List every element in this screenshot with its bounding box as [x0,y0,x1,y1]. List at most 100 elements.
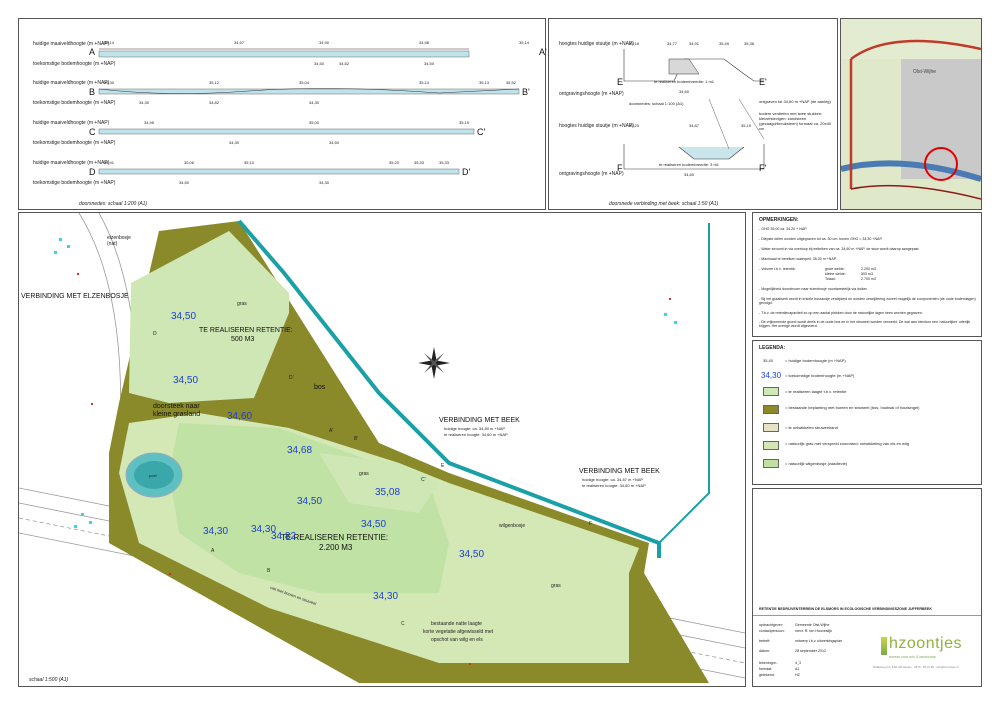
sec-a-t5: 35,14 [519,40,530,45]
sec-b-b3: 34,30 [309,100,320,105]
section-c-start: C [89,127,96,137]
sec-d-t3: 35,10 [244,160,255,165]
sec-a-b2: 34,52 [339,61,350,66]
height-label: 34,50 [171,311,197,322]
sec-b-t5: 35,13 [479,80,490,85]
section-c-top-label: huidige maaiveldhoogte (m +NAP) [33,120,110,126]
tb-label: tekeningnr.: [759,661,778,665]
tb-value: mevr. R. ten Hoovestijk [795,629,832,633]
notes-panel: OPMERKINGEN: - GHG 35,00 ca. 34,20 + NAP… [752,212,982,337]
height-label: 34,30 [251,524,277,535]
sec-a-b3: 34,50 [424,61,435,66]
section-d-start: D [89,167,96,177]
detail-e: E [617,77,624,87]
section-b-top-label: huidige maaiveldhoogte (m +NAP) [33,80,110,86]
retentie-small-2: 500 M3 [231,336,255,343]
poel-label: poel [149,473,157,478]
map-letter-e: E [441,463,445,469]
vol-value: 2.200 m3 [861,267,876,271]
height-label: 34,50 [173,375,199,386]
map-letter-a: A [211,548,215,554]
detail-f-v2: 34,87 [689,123,700,128]
section-b-bottom-label: toekomstige bodemhoogte (m +NAP) [33,100,116,106]
height-label: 34,68 [287,445,313,456]
section-a-top-label: huidige maaiveldhoogte (m +NAP) [33,41,110,47]
brand-logo-bar [881,637,887,655]
section-c-end: C' [477,127,486,137]
brand-subtitle: bureau voor tuin & landschap [889,655,936,659]
legend-text: = te realiseren laagte t.b.v. retentie [785,389,847,394]
detail-e-v4: 35,49 [719,41,730,46]
map-letter-f: F [589,521,593,527]
beek1-line1: huidige hoogte: ca. 34,80 m +NAP [444,426,506,431]
sec-d-b1: 34,50 [179,180,190,185]
vol-value: 2.700 m3 [861,277,876,281]
vol-label: Totaal: [825,277,836,281]
legend-panel: LEGENDA: 35,40 = huidige bodemhoogte (m … [752,340,982,485]
vol-value: 500 m3 [861,272,873,276]
section-b-start: B [89,87,96,97]
legend-symbol-future: 34,30 [761,371,782,380]
retentie-small-1: TE REALISEREN RETENTIE: [199,327,293,334]
detail-callout1: ontgraven tot 34,60 m +NAP (de aanleg) [759,99,831,104]
legend-swatch-gras [763,441,779,450]
detail-f: F [617,163,623,173]
detail-f-v1: 35,20 [629,123,640,128]
drawing-title: RETENTIE BEDRIJVENTERREIN DE ELSMORS IN … [759,607,932,611]
sec-d-t6: 35,33 [439,160,450,165]
bos-label: bos [314,384,326,391]
elzenbosje-label: elzenbosje (nat) [107,235,131,247]
note-item: - Water stroomt in via overloop bij eelt… [759,247,920,251]
map-letter-d2: D' [289,375,294,381]
sec-c-t1: 34,95 [144,120,155,125]
gras-label-3: gras [551,583,561,589]
height-label: 34,30 [373,591,399,602]
notes-title: OPMERKINGEN: [759,217,799,223]
beek2-line1: huidige hoogte: ca. 34,87 m +NAP [582,477,644,482]
verbinding-elzen-label: VERBINDING MET ELZENBOSJE [21,293,129,300]
laagte-label-1: bestaande natte laagte [431,621,482,627]
note-item: - De vrijkomende grond wordt deels in de… [759,320,971,328]
map-letter-d: D [153,331,157,337]
legend-swatch-struweel [763,423,779,432]
sec-b-t4: 35,14 [419,80,430,85]
detail-e-top: hoogtes huidige stuutje (m +NAP) [559,41,634,47]
tb-label: opdrachtgever: [759,623,783,627]
brand-name: hzoontjes [889,635,962,652]
sec-a-t1: 35,14 [104,40,115,45]
title-block-separator [753,615,981,616]
section-a-start: A [89,47,96,57]
sec-d-b2: 34,30 [319,180,330,185]
legend-text: = natuurlijk wilgenbosje (zaadlevie) [785,461,848,466]
section-a-bottom-label: toekomstige bodemhoogte (m +NAP) [33,61,116,67]
detail-caption: doorsnede verbinding met beek: schaal 1:… [609,201,719,207]
height-label: 35,08 [375,487,401,498]
detail-e2: E' [759,77,767,87]
detail-e-v2: 34,77 [667,41,678,46]
sec-b-t6: 35,52 [506,80,517,85]
map-letter-c2: C' [421,477,426,483]
tb-label: datum: [759,649,770,653]
sec-c-b1: 34,30 [229,140,240,145]
section-d-bottom-label: toekomstige bodemhoogte (m +NAP) [33,180,116,186]
sec-d-t4: 35,20 [389,160,400,165]
section-b-end: B' [522,87,530,97]
detail-e-v3: 34,91 [689,41,700,46]
beek1-line2: te realiseren hoogte: 34,60 m +NAP [444,432,508,437]
doorsteek-label-1: doorsteek naar [153,403,200,410]
detail-f-v3: 35,19 [741,123,752,128]
sec-d-t5: 35,33 [414,160,425,165]
retentie-big-2: 2.200 M3 [319,543,353,552]
laagte-label-2: korte vegetatie afgewisseld met [423,629,494,635]
detail-e-bottom-value: 34,60 [679,89,690,94]
note-item: - T.b.v. de retentiecapaciteit zo op een… [759,311,923,315]
sec-a-t3: 34,90 [319,40,330,45]
inset-map-drawing [841,19,981,209]
sec-a-t2: 34,97 [234,40,245,45]
detail-e-note1: te realiseren bodembreedte: 1 m1 [654,79,715,84]
sec-c-t2: 35,00 [309,120,320,125]
note-item: - Diepste delen worden uitgegraven tot c… [759,237,883,241]
legend-symbol-current: 35,40 [763,358,774,363]
tb-value: Gemeente Olst-Wijhe [795,623,830,627]
tb-value: ontwerp t.b.v. uitwerkingsplan [795,639,843,643]
